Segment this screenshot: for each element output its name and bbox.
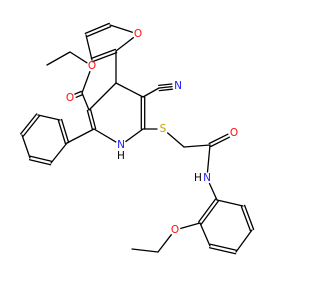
bond-c2-c3 [89,108,97,130]
bond-cf2-of [115,37,134,52]
bond-p1-p2-second [57,119,67,145]
bond-cn-nn-third [158,83,173,87]
bond-ch2p-ch3p [131,248,159,253]
bond-cf5-cf2 [91,51,118,63]
bond-c2-p1 [66,128,95,144]
bond-ar6-ar1 [216,199,244,207]
bond-ar4-ar5 [235,229,253,253]
bond-s-ch2s [166,132,185,148]
chemical-structure: O O O N N S O N O H H [20,22,255,255]
bond-ar1-ar2-second [200,200,220,225]
bond-cam-oam [210,136,231,148]
bond-cf3-cf4 [84,22,110,35]
bond-c4-c5 [115,82,144,98]
bond-c6-n1 [125,128,144,143]
bond-nam-ar1 [208,182,218,201]
bond-p6-p1 [50,142,68,164]
bond-cn-nn [158,85,173,89]
bond-cf5-cf2-second [90,48,117,60]
bond-oph-ch2p [157,234,172,253]
atom-label-ring-n: N [117,139,125,151]
atom-label-amide-n: N [203,172,211,184]
bond-p1-p2 [60,118,70,144]
bond-p3-p4-second [22,115,40,137]
bond-p4-p5 [21,134,31,159]
bond-c2-c3-second [86,109,94,131]
bond-c3-cest [81,92,90,111]
bond-ar2-oph [180,222,201,230]
bond-cf3-cf4-second [86,25,112,38]
bond-oeth-ch2e [69,51,88,64]
bond-cest-oeth [81,70,91,94]
bond-p5-p6 [28,159,52,166]
bond-cam-oam-second [208,133,229,145]
bond-ar2-ar3 [199,222,211,247]
bond-cest-ocarb [74,90,82,95]
atom-label-nitrile-n: N [174,80,182,92]
atom-label-amide-o: O [230,127,238,139]
bond-ar5-ar6-second [240,205,252,232]
bond-cam-nam [206,144,211,173]
bond-cn-nn-second [158,88,173,92]
bond-p2-p3 [37,114,61,121]
bond-c5-cn [142,87,160,98]
bond-p5-p6-second [29,155,53,162]
atom-label-amide-nh-h: H [194,172,202,184]
atom-label-ester-ether-o: O [88,60,96,72]
atom-label-phenoxy-o: O [171,224,179,236]
atom-labels-layer: O O O N N S O N O H H [66,28,238,236]
bond-c3-c4 [88,82,117,111]
atom-label-thioether-s: S [160,123,167,135]
atom-label-ring-nh-h: H [117,150,125,162]
bond-n1-c2 [93,128,117,143]
bond-ch2s-cam [183,144,211,148]
bond-ar1-ar2 [197,198,217,223]
bond-p3-p4 [20,113,38,135]
bond-cest-ocarb-second [75,93,84,98]
bond-ar3-ar4-second [209,243,238,251]
atom-label-furan-o: O [134,28,142,40]
bond-cf4-cf5 [85,34,93,61]
bonds-layer [20,22,255,255]
bond-ar5-ar6 [243,204,255,231]
atom-label-ester-carbonyl-o: O [66,92,74,104]
bond-ar3-ar4 [208,247,237,255]
bond-ch2e-ch3e [46,51,71,66]
bond-of-cf3 [109,24,133,33]
